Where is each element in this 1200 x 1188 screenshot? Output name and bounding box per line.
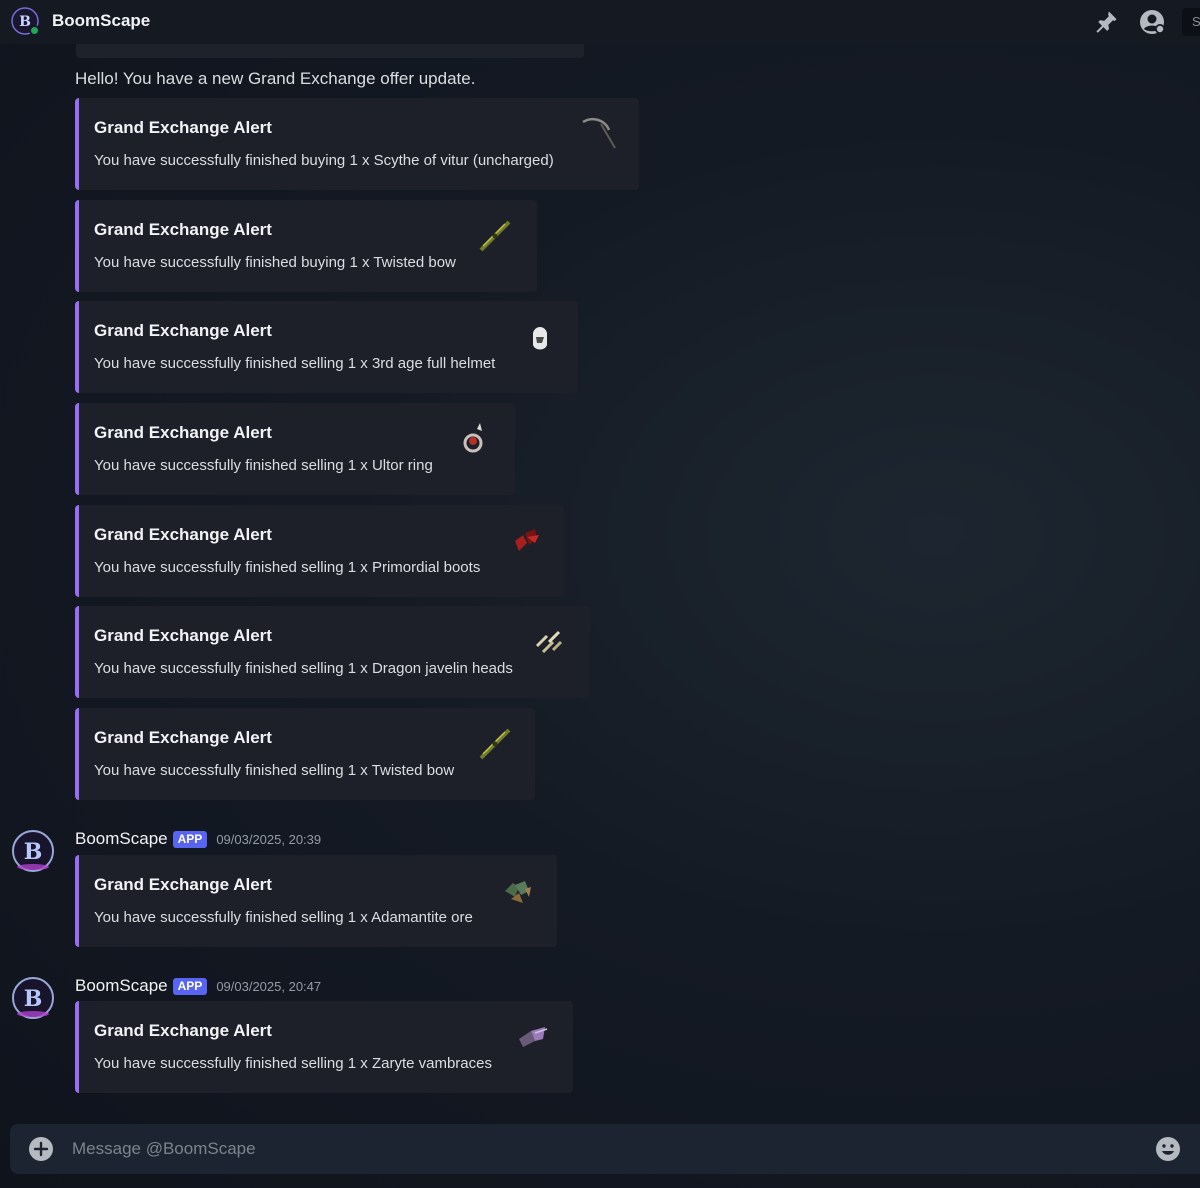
- embed-description: You have successfully finished selling 1…: [94, 355, 496, 372]
- bot-avatar[interactable]: B: [11, 976, 55, 1020]
- embed-card: Grand Exchange Alert You have successful…: [75, 98, 639, 190]
- vambraces-icon[interactable]: [513, 1017, 553, 1057]
- embed-card: Grand Exchange Alert You have successful…: [75, 505, 564, 597]
- message-author[interactable]: BoomScape: [75, 829, 168, 848]
- user-profile-icon[interactable]: [1139, 8, 1167, 36]
- ore-icon[interactable]: [497, 871, 537, 911]
- app-badge: APP: [172, 830, 208, 848]
- pin-icon[interactable]: [1092, 8, 1120, 36]
- search-box[interactable]: S: [1182, 8, 1200, 36]
- embed-title: Grand Exchange Alert: [94, 321, 272, 340]
- message-input[interactable]: [72, 1137, 1132, 1161]
- embed-description: You have successfully finished selling 1…: [94, 762, 455, 779]
- embed-card: Grand Exchange Alert You have successful…: [75, 606, 590, 698]
- message-header: BoomScape APP 09/03/2025, 20:47: [75, 976, 321, 996]
- helmet-icon[interactable]: [519, 319, 559, 359]
- embed-description: You have successfully finished selling 1…: [94, 909, 473, 926]
- embed-title: Grand Exchange Alert: [94, 875, 272, 894]
- embed-description: You have successfully finished selling 1…: [94, 660, 513, 677]
- embed-card: Grand Exchange Alert You have successful…: [75, 301, 578, 393]
- message-header: BoomScape APP 09/03/2025, 20:39: [75, 829, 321, 849]
- embed-card: Grand Exchange Alert You have successful…: [75, 200, 537, 292]
- embed-card: Grand Exchange Alert You have successful…: [75, 708, 535, 800]
- bow-icon[interactable]: [475, 216, 515, 256]
- embed-card: Grand Exchange Alert You have successful…: [75, 1001, 573, 1093]
- embed-title: Grand Exchange Alert: [94, 1021, 272, 1040]
- embed-description: You have successfully finished selling 1…: [94, 1055, 492, 1072]
- bow-icon[interactable]: [475, 724, 515, 764]
- embed-card: Grand Exchange Alert You have successful…: [75, 855, 557, 947]
- dm-title: BoomScape: [52, 11, 151, 30]
- boots-icon[interactable]: [505, 521, 545, 561]
- message-timestamp: 09/03/2025, 20:39: [216, 831, 322, 847]
- embed-title: Grand Exchange Alert: [94, 118, 272, 137]
- embed-card: Grand Exchange Alert You have successful…: [75, 403, 515, 495]
- ring-icon[interactable]: [455, 419, 495, 459]
- svg-text:B: B: [19, 14, 31, 30]
- embed-description: You have successfully finished buying 1 …: [94, 254, 456, 271]
- message-timestamp: 09/03/2025, 20:47: [216, 978, 322, 994]
- previous-embed-stub: [76, 44, 584, 58]
- svg-text:B: B: [24, 986, 43, 1012]
- message-author[interactable]: BoomScape: [75, 976, 168, 995]
- embed-title: Grand Exchange Alert: [94, 728, 272, 747]
- header-avatar[interactable]: B: [11, 7, 40, 36]
- svg-text:B: B: [24, 839, 43, 865]
- message-composer: [10, 1124, 1200, 1174]
- embed-description: You have successfully finished buying 1 …: [94, 152, 554, 169]
- emoji-picker-icon[interactable]: [1155, 1136, 1181, 1162]
- embed-description: You have successfully finished selling 1…: [94, 457, 433, 474]
- dm-header: B BoomScape S: [0, 0, 1200, 44]
- app-badge: APP: [172, 977, 208, 995]
- scythe-icon[interactable]: [579, 114, 619, 154]
- message-text: Hello! You have a new Grand Exchange off…: [75, 69, 476, 88]
- embed-title: Grand Exchange Alert: [94, 525, 272, 544]
- add-attachment-icon[interactable]: [28, 1136, 54, 1162]
- embed-title: Grand Exchange Alert: [94, 423, 272, 442]
- embed-description: You have successfully finished selling 1…: [94, 559, 481, 576]
- embed-title: Grand Exchange Alert: [94, 220, 272, 239]
- javelin-heads-icon[interactable]: [529, 622, 569, 662]
- embed-title: Grand Exchange Alert: [94, 626, 272, 645]
- online-status-dot: [29, 25, 40, 36]
- bot-avatar[interactable]: B: [11, 829, 55, 873]
